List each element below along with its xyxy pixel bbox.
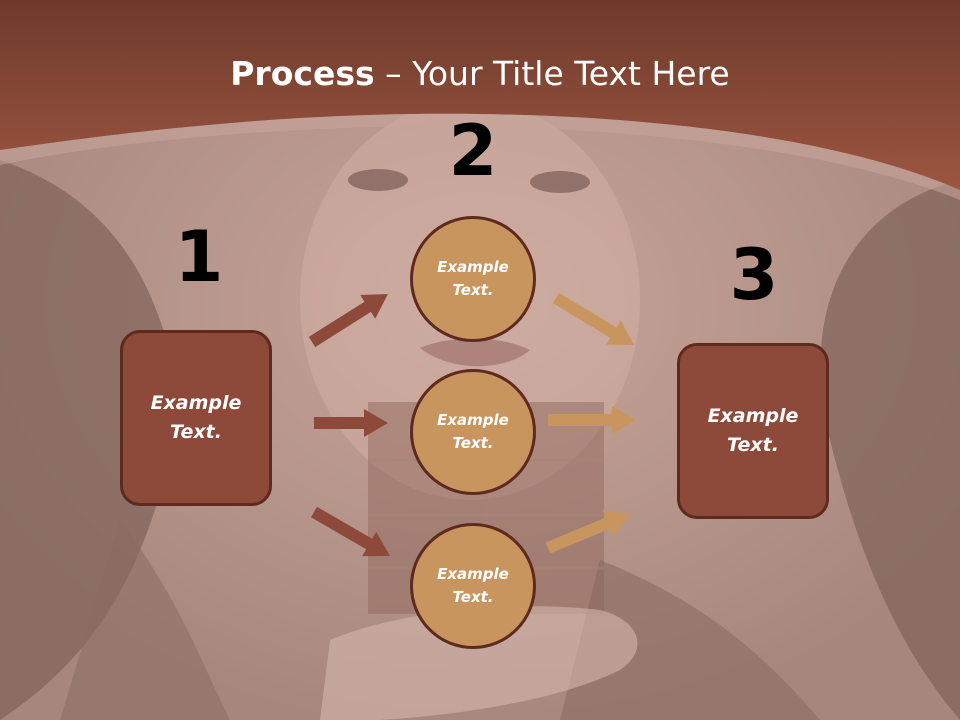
arrow-circle-bottom-to-box3 [545, 510, 630, 554]
step-number-2: 2 [448, 110, 498, 192]
arrow-box1-to-circle-top [308, 294, 388, 348]
slide-title: Process – Your Title Text Here [0, 52, 960, 96]
circle-middle-text: Example Text. [437, 411, 509, 452]
step-3-text: Example Text. [707, 405, 799, 456]
circle-bottom-text: Example Text. [437, 565, 509, 606]
circle-top-text: Example Text. [437, 258, 509, 299]
step-3-box: Example Text. [677, 343, 829, 519]
title-bold: Process [230, 54, 375, 93]
step-2-circle-top: Example Text. [410, 216, 536, 342]
arrow-circle-middle-to-box3 [548, 406, 636, 434]
arrow-box1-to-circle-bottom [311, 506, 390, 557]
step-number-3: 3 [729, 234, 779, 316]
step-2-circle-middle: Example Text. [410, 369, 536, 495]
step-number-1: 1 [174, 216, 224, 298]
step-1-box: Example Text. [120, 330, 272, 506]
arrow-box1-to-circle-middle [314, 409, 388, 437]
arrow-circle-top-to-box3 [552, 292, 634, 345]
title-rest: – Your Title Text Here [374, 54, 730, 93]
step-2-circle-bottom: Example Text. [410, 523, 536, 649]
step-1-text: Example Text. [150, 392, 242, 443]
